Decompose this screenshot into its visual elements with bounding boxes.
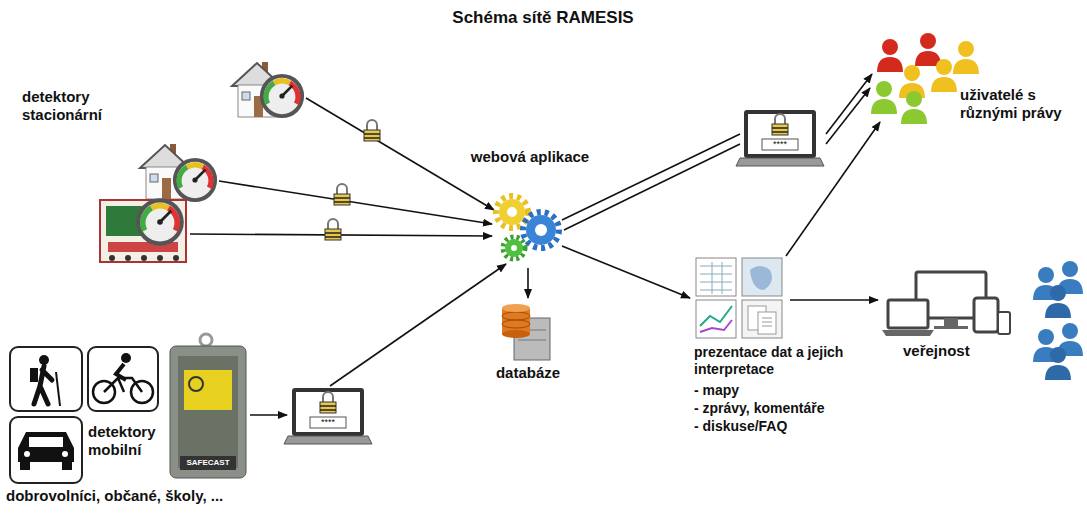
connector-arrow: [219, 181, 492, 224]
node-text: ****: [762, 139, 798, 150]
node-text: prezentace dat a jejich interpretace: [694, 344, 849, 378]
users-group: uživatelé s různými právy: [858, 30, 1087, 130]
node-text: - zprávy, komentáře: [694, 400, 884, 417]
public-devices: veřejnost: [878, 262, 1013, 362]
connector-arrow: [790, 299, 878, 301]
node-text: databáze: [478, 364, 578, 382]
stationary-detectors: detektory stacionární: [20, 50, 310, 270]
laptop-login: ****: [288, 388, 368, 446]
node-text: dobrovolníci, občané, školy, ...: [6, 487, 254, 505]
node-text: uživatelé s různými právy: [960, 86, 1082, 122]
node-text: - diskuse/FAQ: [694, 418, 884, 435]
mobile-detectors: detektory mobilní dobrovolníci, občané, š…: [4, 335, 256, 510]
connector-arrow: [306, 98, 494, 210]
laptop-login: ****: [740, 110, 820, 168]
node-text: - mapy: [694, 382, 874, 399]
device-label: SAFECAST: [180, 457, 236, 469]
diagram-title: Schéma sítě RAMESIS: [343, 8, 743, 28]
web-application: webová aplikace: [470, 148, 592, 266]
node-text: detektory mobilní: [88, 423, 168, 459]
connector-arrow: [564, 144, 740, 230]
node-text: detektory stacionární: [22, 88, 132, 124]
node-text: veřejnost: [903, 342, 1003, 360]
connector-arrow: [826, 88, 870, 144]
data-presentation: prezentace dat a jejich interpretace - ma…: [692, 254, 887, 444]
connector-arrow: [562, 134, 740, 220]
connector-arrow: [330, 264, 506, 386]
database: databáze: [478, 298, 580, 386]
node-text: webová aplikace: [470, 148, 590, 166]
connector-arrow: [250, 414, 287, 416]
connector-arrow: [527, 268, 529, 298]
connector-arrow: [826, 74, 872, 134]
connector-arrow: [562, 246, 690, 298]
node-text: ****: [310, 417, 346, 428]
